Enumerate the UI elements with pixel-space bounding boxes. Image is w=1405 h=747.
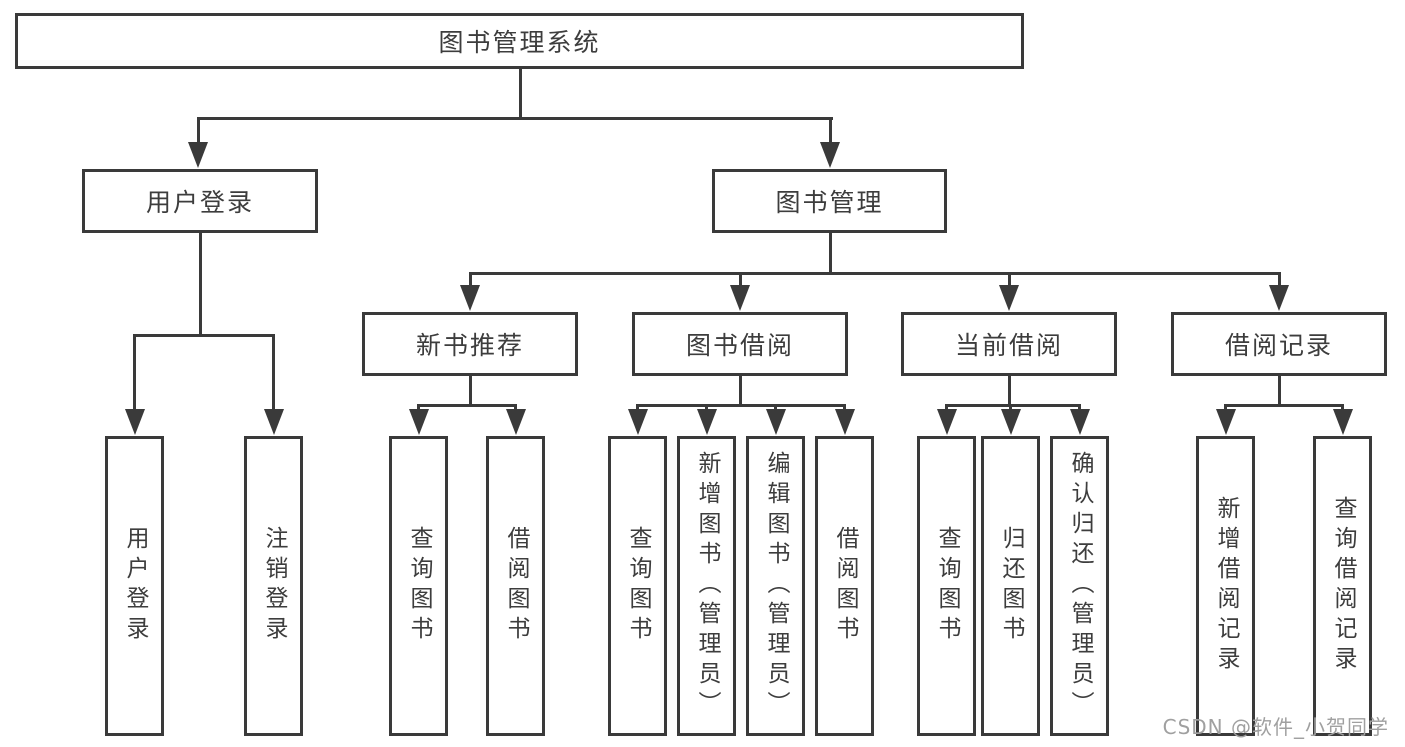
node-new-book-recommendation: 新书推荐 xyxy=(362,312,578,376)
edge-current-borrowing-stem xyxy=(1007,376,1011,407)
watermark: CSDN @软件_小贺同学 xyxy=(1162,715,1389,739)
edge-book-borrowing-stem xyxy=(738,376,742,407)
edge-to-book-management xyxy=(828,118,832,146)
arrowhead xyxy=(460,285,480,311)
edge-to-user-login xyxy=(196,118,200,146)
edge-book-borrowing-branch xyxy=(636,403,846,407)
arrowhead xyxy=(820,142,840,168)
node-recommend-borrow-books: 借阅图书 xyxy=(486,436,545,736)
edge-drop xyxy=(774,405,777,411)
edge-to-new-book xyxy=(468,273,472,289)
arrowhead xyxy=(188,142,208,168)
arrowhead xyxy=(765,409,786,435)
edge-book-management-branch xyxy=(468,271,1281,275)
edge-root-stem xyxy=(518,69,522,120)
node-current-query-books: 查询图书 xyxy=(917,436,976,736)
edge-current-borrowing-branch xyxy=(945,403,1081,407)
edge-book-management-stem xyxy=(828,233,832,275)
edge-user-login-stem xyxy=(198,233,202,337)
arrowhead xyxy=(627,409,648,435)
edge-drop xyxy=(945,405,948,411)
edge-to-login xyxy=(133,335,136,411)
edge-drop xyxy=(514,405,517,411)
edge-borrowing-records-branch xyxy=(1224,403,1344,407)
node-add-borrow-record: 新增借阅记录 xyxy=(1196,436,1255,736)
edge-drop xyxy=(1341,405,1344,411)
edge-root-branch xyxy=(196,116,833,120)
edge-to-current-borrowing xyxy=(1007,273,1011,289)
arrowhead xyxy=(263,409,284,435)
node-recommend-query-books: 查询图书 xyxy=(389,436,448,736)
arrowhead xyxy=(1215,409,1236,435)
node-book-borrowing: 图书借阅 xyxy=(632,312,848,376)
node-query-borrow-record: 查询借阅记录 xyxy=(1313,436,1372,736)
node-user-login: 用户登录 xyxy=(82,169,318,233)
node-system-root: 图书管理系统 xyxy=(15,13,1024,69)
node-return-books: 归还图书 xyxy=(981,436,1040,736)
node-borrowing-records: 借阅记录 xyxy=(1171,312,1387,376)
edge-borrowing-records-stem xyxy=(1277,376,1281,407)
arrowhead xyxy=(696,409,717,435)
arrowhead xyxy=(1269,285,1289,311)
edge-drop xyxy=(636,405,639,411)
edge-to-logout xyxy=(272,335,275,411)
edge-to-book-borrowing xyxy=(738,273,742,289)
node-logout: 注销登录 xyxy=(244,436,303,736)
edge-drop xyxy=(417,405,420,411)
arrowhead xyxy=(1332,409,1353,435)
node-current-borrowing: 当前借阅 xyxy=(901,312,1117,376)
arrowhead xyxy=(730,285,750,311)
node-book-management: 图书管理 xyxy=(712,169,947,233)
arrowhead xyxy=(834,409,855,435)
edge-drop xyxy=(705,405,708,411)
arrowhead xyxy=(936,409,957,435)
edge-new-book-branch xyxy=(417,403,517,407)
edge-drop xyxy=(1009,405,1012,411)
arrowhead xyxy=(124,409,145,435)
edge-drop xyxy=(1078,405,1081,411)
arrowhead xyxy=(1069,409,1090,435)
node-login: 用户登录 xyxy=(105,436,164,736)
arrowhead xyxy=(505,409,526,435)
node-borrow-query-books: 查询图书 xyxy=(608,436,667,736)
edge-drop xyxy=(1224,405,1227,411)
arrowhead xyxy=(408,409,429,435)
edge-to-borrowing-records xyxy=(1277,273,1281,289)
node-edit-book-admin: 编辑图书（管理员） xyxy=(746,436,805,736)
node-add-book-admin: 新增图书（管理员） xyxy=(677,436,736,736)
arrowhead xyxy=(1000,409,1021,435)
edge-drop xyxy=(843,405,846,411)
node-borrow-books: 借阅图书 xyxy=(815,436,874,736)
edge-new-book-stem xyxy=(468,376,472,407)
node-confirm-return-admin: 确认归还（管理员） xyxy=(1050,436,1109,736)
edge-user-login-branch xyxy=(133,333,275,337)
arrowhead xyxy=(999,285,1019,311)
